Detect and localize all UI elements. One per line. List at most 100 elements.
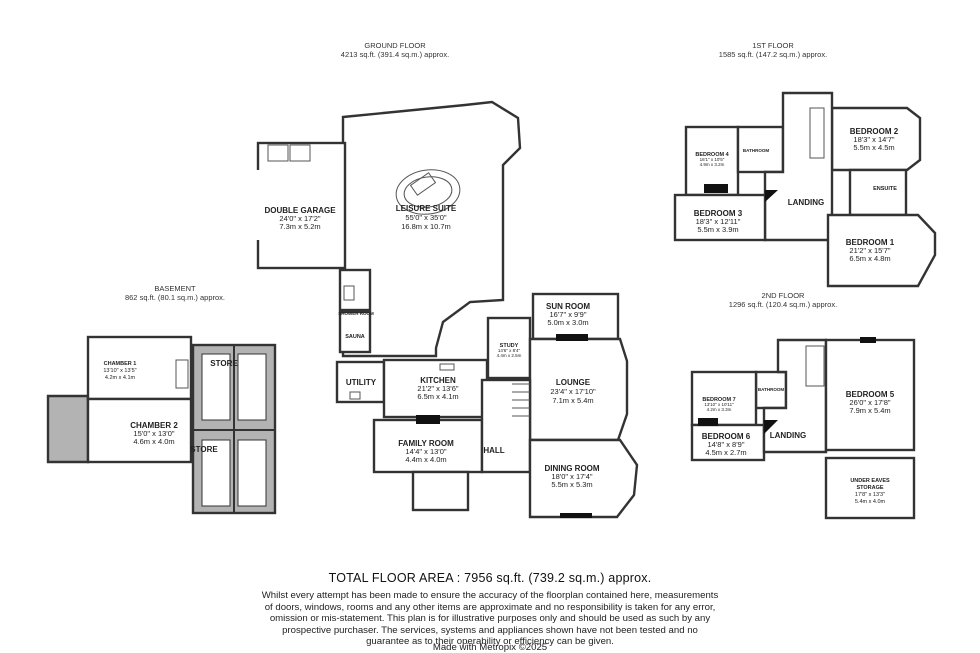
basement-area: 862 sq.ft. (80.1 sq.m.) approx. — [124, 293, 226, 302]
second-floor-area: 1296 sq.ft. (120.4 sq.m.) approx. — [728, 300, 838, 309]
first-floor-stairs — [809, 107, 825, 159]
store-cross-3 — [201, 439, 231, 507]
chamber2-metric: 4.6m x 4.0m — [133, 437, 174, 446]
study-label: STUDY 14'6" x 8'4" 4.4m x 2.5m — [497, 343, 522, 358]
bedroom1-metric: 6.5m x 4.8m — [849, 254, 890, 263]
bedroom4-name: BEDROOM 4 — [695, 152, 729, 158]
first-floor-title: 1ST FLOOR — [752, 41, 794, 50]
lounge-metric: 7.1m x 5.4m — [552, 396, 593, 405]
bedroom5-fireplace — [860, 337, 876, 343]
basement-title: BASEMENT — [154, 284, 196, 293]
landing2-name: LANDING — [770, 431, 806, 440]
family-room-label: FAMILY ROOM 14'4" x 13'0" 4.4m x 4.0m — [398, 439, 454, 464]
bedroom6-metric: 4.5m x 2.7m — [705, 448, 746, 457]
dining-room-label: DINING ROOM 18'0" x 17'4" 5.5m x 5.3m — [544, 464, 599, 489]
lounge-name: LOUNGE — [556, 378, 591, 387]
family-metric: 4.4m x 4.0m — [405, 455, 446, 464]
bathroom1-name: BATHROOM — [743, 148, 769, 153]
study-imperial: 14'6" x 8'4" — [498, 348, 521, 353]
hall-name: HALL — [483, 446, 504, 455]
eaves-storage-outline — [824, 456, 916, 520]
shower-name: SHOWER ROOM — [338, 311, 374, 316]
sauna-name: SAUNA — [345, 334, 365, 340]
bedroom6-fireplace — [698, 418, 718, 426]
eaves-name: UNDER EAVES — [850, 478, 890, 484]
eaves-imperial: 17'8" x 13'3" — [855, 492, 885, 498]
store-cross-1 — [201, 353, 231, 421]
bedroom7-name: BEDROOM 7 — [702, 397, 735, 403]
bedroom5-name: BEDROOM 5 — [846, 390, 895, 399]
chamber-2-label: CHAMBER 2 15'0" x 13'0" 4.6m x 4.0m — [130, 421, 178, 446]
kitchen-sink — [439, 363, 455, 371]
bathroom-1-outline — [736, 125, 785, 174]
ground-wc-outline — [411, 470, 470, 512]
garage-imperial: 24'0" x 17'2" — [279, 214, 320, 223]
bedroom4-imperial: 16'1" x 10'5" — [700, 157, 725, 162]
chamber2-imperial: 15'0" x 13'0" — [133, 429, 174, 438]
bedroom-3-outline — [673, 193, 767, 242]
family-name: FAMILY ROOM — [398, 439, 454, 448]
store-1-name: STORE — [210, 359, 238, 368]
landing2-stair-void — [764, 420, 778, 434]
bedroom3-metric: 5.5m x 3.9m — [697, 225, 738, 234]
sunroom-name: SUN ROOM — [546, 302, 590, 311]
shower-tray — [343, 285, 355, 301]
bedroom6-name: BEDROOM 6 — [702, 432, 751, 441]
kitchen-metric: 6.5m x 4.1m — [417, 392, 458, 401]
kitchen-name: KITCHEN — [420, 376, 456, 385]
disclaimer-text: Whilst every attempt has been made to en… — [261, 590, 719, 647]
ground-floor-area: 4213 sq.ft. (391.4 sq.m.) approx. — [340, 50, 450, 59]
dining-fireplace — [560, 513, 592, 518]
bedroom-2-label: BEDROOM 2 18'3" x 14'7" 5.5m x 4.5m — [850, 127, 899, 152]
family-imperial: 14'4" x 13'0" — [405, 447, 446, 456]
eaves-storage-label: UNDER EAVES STORAGE 17'8" x 13'3" 5.4m x… — [850, 478, 890, 505]
garage-store-2 — [289, 144, 311, 162]
hall-outline — [480, 378, 532, 474]
bedroom-1-outline — [826, 213, 937, 288]
bedroom4-metric: 4.9m x 3.2m — [700, 162, 725, 167]
dining-room-outline — [528, 438, 639, 519]
bedroom5-imperial: 26'0" x 17'8" — [849, 398, 890, 407]
sauna-outline — [338, 310, 372, 354]
bedroom1-name: BEDROOM 1 — [846, 238, 895, 247]
eaves-metric: 5.4m x 4.0m — [855, 499, 886, 505]
garage-name: DOUBLE GARAGE — [264, 206, 336, 215]
leisure-suite-label: LEISURE SUITE 55'0" x 35'0" 16.8m x 10.7… — [396, 204, 457, 231]
shower-room-outline — [338, 268, 372, 312]
total-floor-area: TOTAL FLOOR AREA : 7956 sq.ft. (739.2 sq… — [328, 571, 652, 585]
chamber1-name: CHAMBER 1 — [104, 361, 137, 367]
hot-tub-inner — [403, 176, 453, 208]
eaves-name-2: STORAGE — [856, 485, 883, 491]
bedroom3-fireplace — [704, 184, 728, 193]
bedroom5-metric: 7.9m x 5.4m — [849, 406, 890, 415]
kitchen-label: KITCHEN 21'2" x 13'6" 6.5m x 4.1m — [417, 376, 459, 401]
bathroom2-name: BATHROOM — [758, 387, 784, 392]
ensuite-outline — [848, 168, 908, 217]
first-floor-area: 1585 sq.ft. (147.2 sq.m.) approx. — [718, 50, 828, 59]
store-cross-2 — [237, 353, 267, 421]
floorplan-drawing: LEISURE SUITE 55'0" x 35'0" 16.8m x 10.7… — [46, 91, 937, 520]
ground-floor-title: GROUND FLOOR — [364, 41, 426, 50]
second-floor-title: 2ND FLOOR — [761, 291, 805, 300]
chamber1-imperial: 13'10" x 13'5" — [103, 368, 136, 374]
store-2-name: STORE — [190, 445, 218, 454]
study-name: STUDY — [500, 343, 519, 349]
chamber1-metric: 4.2m x 4.1m — [105, 375, 136, 381]
ground-floor-header: GROUND FLOOR 4213 sq.ft. (391.4 sq.m.) a… — [330, 41, 460, 59]
utility-name: UTILITY — [346, 378, 377, 387]
family-fireplace — [416, 415, 440, 424]
bedroom2-name: BEDROOM 2 — [850, 127, 899, 136]
bedroom3-imperial: 18'3" x 12'11" — [696, 217, 741, 226]
bedroom2-metric: 5.5m x 4.5m — [853, 143, 894, 152]
bedroom-1-label: BEDROOM 1 21'2" x 15'7" 6.5m x 4.8m — [846, 238, 895, 263]
second-floor-stairs — [805, 345, 825, 387]
second-floor-header: 2ND FLOOR 1296 sq.ft. (120.4 sq.m.) appr… — [718, 291, 848, 309]
dining-name: DINING ROOM — [544, 464, 599, 473]
bedroom7-metric: 4.2m x 3.3m — [707, 407, 732, 412]
basement-shaded-area — [46, 394, 90, 464]
bedroom2-imperial: 18'3" x 14'7" — [853, 135, 894, 144]
bedroom3-name: BEDROOM 3 — [694, 209, 743, 218]
bedroom7-imperial: 13'10" x 10'11" — [704, 402, 734, 407]
ensuite-name: ENSUITE — [873, 186, 897, 192]
garage-store-1 — [267, 144, 289, 162]
